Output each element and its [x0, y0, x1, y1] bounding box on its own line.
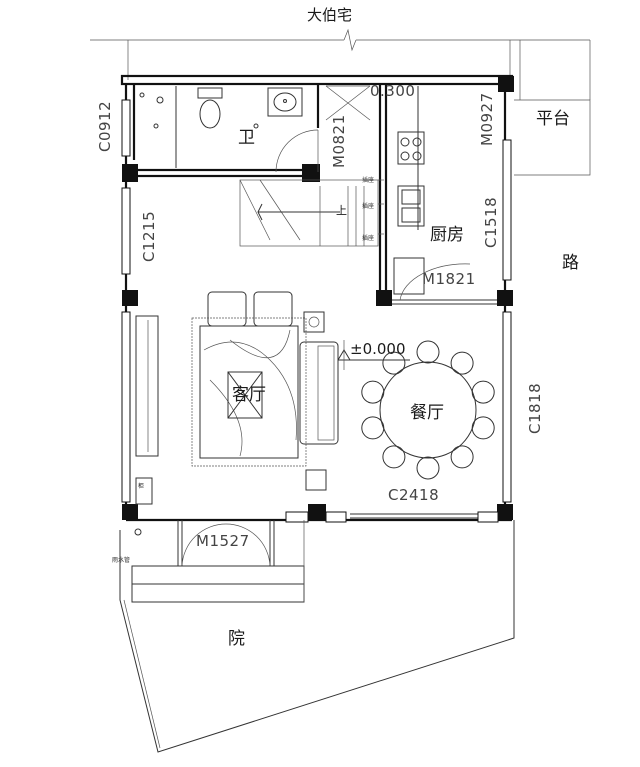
neighbor-house-label: 大伯宅 [307, 6, 352, 24]
right-windows [502, 139, 512, 503]
dining-chair [471, 380, 495, 404]
bathroom-label: 卫 [238, 128, 255, 148]
door-m0821-swing [325, 85, 371, 121]
kitchen-note-2: 插座 [362, 202, 374, 210]
kitchen-note-1: 插座 [362, 176, 374, 184]
dining-room-label: 餐厅 [410, 403, 444, 423]
living-room-label: 客厅 [232, 385, 266, 405]
dining-chair [416, 340, 440, 364]
dining-chair [471, 416, 495, 440]
kitchen-note-3: 插座 [362, 234, 374, 242]
dining-chair [382, 445, 406, 469]
kitchen-label: 厨房 [430, 225, 464, 245]
yard-boundary [119, 520, 515, 753]
entrance [131, 520, 305, 603]
platform-label: 平台 [536, 109, 570, 129]
door-m0927-label: M0927 [478, 92, 496, 146]
door-m0821-label: M0821 [330, 114, 348, 168]
dining-chair [450, 351, 474, 375]
stair-up-label: 上 [336, 204, 347, 217]
road-label: 路 [562, 253, 579, 273]
yard-label: 院 [228, 629, 245, 649]
window-c0912-label: C0912 [96, 101, 114, 152]
level-marker [337, 340, 410, 370]
pantry-mark: 柜 [138, 482, 144, 490]
dining-chair [361, 380, 385, 404]
level-label: ±0.000 [350, 340, 406, 358]
left-windows [121, 99, 131, 503]
door-m1821-label: M1821 [422, 270, 476, 288]
bottom-window [285, 511, 499, 523]
neighbor-boundary [90, 28, 590, 52]
dining-chair [361, 416, 385, 440]
living-room-furniture [135, 291, 339, 505]
dining-table-set [361, 340, 495, 480]
dining-chair [382, 351, 406, 375]
beam-0300-label: 0.300 [370, 82, 415, 100]
window-c1215-label: C1215 [140, 211, 158, 262]
bathroom-fixtures [139, 86, 319, 173]
window-c1518-label: C1518 [482, 197, 500, 248]
door-m1527-label: M1527 [196, 532, 250, 550]
main-walls [120, 74, 514, 522]
dining-chair [416, 456, 440, 480]
kitchen-fixtures [378, 86, 471, 301]
window-c1818-label: C1818 [526, 383, 544, 434]
rain-pipe-label: 雨水管 [112, 556, 130, 564]
structural-columns [122, 76, 514, 520]
site-lines [127, 40, 591, 176]
window-c2418-label: C2418 [388, 486, 439, 504]
staircase [239, 179, 379, 247]
dining-chair [450, 445, 474, 469]
